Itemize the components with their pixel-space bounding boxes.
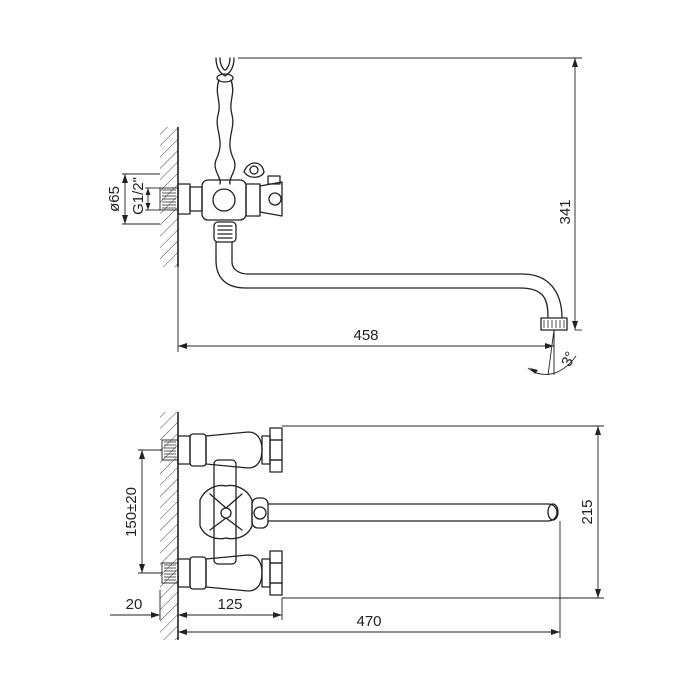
valve-body-top (201, 179, 247, 243)
dimension-diameter: ø65 (106, 173, 160, 225)
dimension-thread-label: G1/2" (130, 177, 147, 215)
plan-view: 150±20 215 20 125 (110, 412, 604, 640)
dimension-wall-offset: 20 (110, 590, 161, 620)
spout-plan (267, 503, 559, 522)
dimension-spout-length: 458 (177, 267, 555, 352)
dimension-spout-angle: 3° (527, 329, 580, 376)
dimension-thread: G1/2" (130, 177, 160, 215)
dimension-total-length: 470 (178, 521, 561, 638)
dimension-spout-length-label: 458 (353, 327, 378, 344)
handle-top (243, 162, 283, 217)
wall-hatch-top (160, 127, 178, 267)
dimension-mount-depth: 125 (178, 596, 283, 620)
dimension-wall-offset-label: 20 (126, 596, 143, 613)
dimension-diameter-label: ø65 (106, 186, 123, 212)
dimension-total-depth-label: 215 (579, 499, 596, 524)
dimension-axis-spacing: 150±20 (123, 449, 162, 574)
dimension-height: 341 (238, 57, 582, 331)
dimension-total-depth: 215 (282, 425, 604, 599)
inlet-upper (161, 427, 283, 473)
inlet-lower (161, 550, 283, 596)
dimension-spout-angle-label: 3° (558, 349, 579, 369)
dimension-axis-spacing-label: 150±20 (123, 487, 140, 537)
wall-hatch-bottom (160, 412, 178, 640)
diverter-body (199, 459, 269, 565)
dimension-total-length-label: 470 (356, 613, 381, 630)
dimension-mount-depth-label: 125 (217, 596, 242, 613)
spout-top (215, 241, 568, 331)
shower-holder (214, 57, 236, 185)
side-view: 341 458 3° ø65 (106, 57, 582, 376)
dimension-height-label: 341 (557, 199, 574, 224)
